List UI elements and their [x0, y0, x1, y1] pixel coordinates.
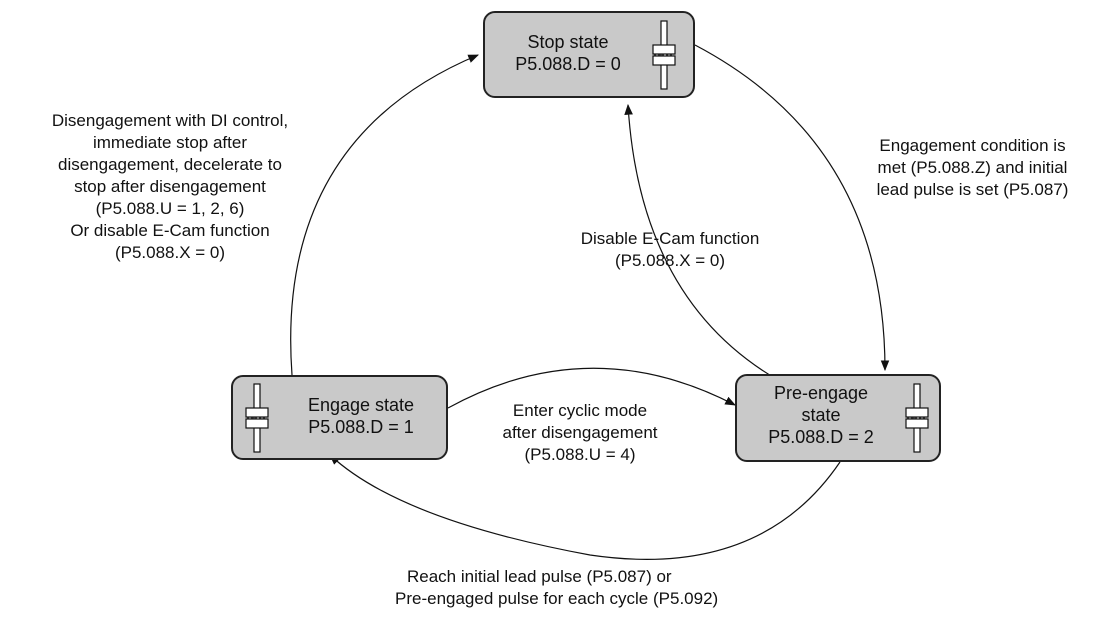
clutch-icon	[245, 383, 269, 453]
stop-state-title: Stop state	[527, 32, 609, 52]
arrow-stop-to-preengage	[694, 44, 890, 372]
engage-state-value: P5.088.D = 1	[308, 417, 414, 437]
arrow-engage-to-stop	[290, 54, 479, 376]
label-disable-ecam: Disable E-Cam function (P5.088.X = 0)	[580, 229, 760, 270]
label-engagement-condition: Engagement condition is met (P5.088.Z) a…	[876, 136, 1069, 199]
preengage-state: Pre-engage state P5.088.D = 2	[735, 374, 941, 462]
arrow-engage-to-preengage	[447, 367, 736, 409]
stop-state-value: P5.088.D = 0	[515, 54, 621, 74]
label-cyclic: Enter cyclic mode after disengagement (P…	[502, 401, 658, 464]
arrow-preengage-to-stop	[624, 103, 779, 381]
label-reach-lead: Reach initial lead pulse (P5.087) or Pre…	[395, 567, 719, 608]
stop-state: Stop state P5.088.D = 0	[483, 11, 695, 98]
engage-state: Engage state P5.088.D = 1	[231, 375, 448, 460]
engage-state-title: Engage state	[307, 395, 415, 415]
arrow-preengage-to-engage	[329, 454, 841, 560]
clutch-icon	[652, 20, 676, 90]
preengage-state-value: P5.088.D = 2	[768, 427, 874, 447]
preengage-state-title: Pre-engage	[773, 383, 869, 403]
preengage-state-title-2: state	[801, 405, 841, 425]
label-disengage: Disengagement with DI control, immediate…	[51, 111, 289, 262]
clutch-icon	[905, 383, 929, 453]
